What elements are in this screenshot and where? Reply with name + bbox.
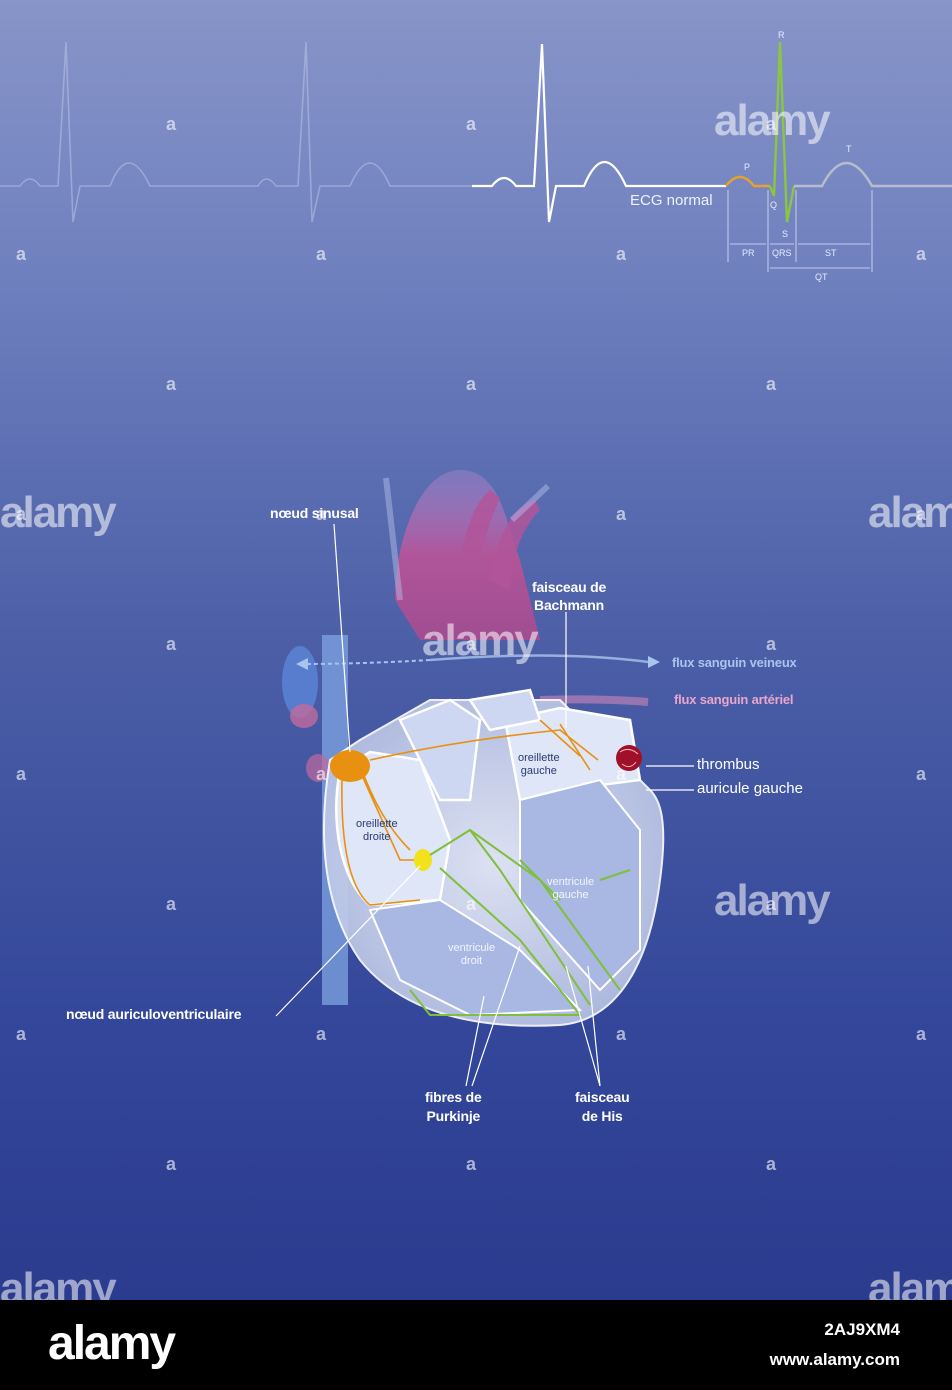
watermark-mark: a: [916, 1024, 926, 1045]
illustration: ECG normal R P T Q S PR QRS ST QT nœud s…: [0, 0, 952, 1300]
label-left-ventricle-line2: gauche: [547, 889, 594, 902]
watermark: alamy: [422, 616, 537, 666]
ecg-wave-r: R: [778, 30, 785, 40]
ecg-interval-qrs: QRS: [772, 248, 792, 258]
label-purkinje-line1: fibres de: [425, 1088, 482, 1107]
watermark: alamy: [868, 488, 952, 538]
watermark-mark: a: [616, 1024, 626, 1045]
watermark-mark: a: [466, 114, 476, 135]
label-left-atrium-line2: gauche: [518, 765, 560, 778]
ecg-interval-st: ST: [825, 248, 837, 258]
watermark-mark: a: [766, 634, 776, 655]
watermark-mark: a: [166, 374, 176, 395]
ecg-interval-qt: QT: [815, 272, 828, 282]
watermark-mark: a: [316, 244, 326, 265]
label-right-atrium-line1: oreillette: [356, 818, 398, 831]
watermark-mark: a: [466, 1154, 476, 1175]
watermark-mark: a: [16, 244, 26, 265]
label-right-atrium: oreillette droite: [356, 818, 398, 844]
label-venous-flow: flux sanguin veineux: [672, 655, 797, 670]
label-bachmann-line2: Bachmann: [532, 596, 606, 614]
label-av-node: nœud auriculoventriculaire: [66, 1006, 241, 1022]
watermark-mark: a: [916, 504, 926, 525]
label-bachmann: faisceau de Bachmann: [532, 578, 606, 614]
watermark-mark: a: [916, 764, 926, 785]
label-his-line1: faisceau: [575, 1088, 629, 1107]
label-right-ventricle-line1: ventricule: [448, 942, 495, 955]
watermark-mark: a: [466, 894, 476, 915]
footer-site: www.alamy.com: [770, 1350, 900, 1370]
watermark-mark: a: [766, 374, 776, 395]
watermark-mark: a: [466, 374, 476, 395]
watermark-mark: a: [316, 764, 326, 785]
watermark-mark: a: [16, 1024, 26, 1045]
watermark-mark: a: [766, 894, 776, 915]
label-bachmann-line1: faisceau de: [532, 578, 606, 596]
watermark-mark: a: [766, 1154, 776, 1175]
ecg-wave-t: T: [846, 144, 852, 154]
watermark-mark: a: [916, 244, 926, 265]
label-purkinje: fibres de Purkinje: [425, 1088, 482, 1126]
ecg-t-wave: [794, 163, 952, 186]
label-sinus-node: nœud sinusal: [270, 505, 359, 521]
ecg-interval-guides: [728, 190, 872, 272]
footer-brand: alamy: [48, 1316, 174, 1371]
ecg-wave-s: S: [782, 229, 788, 239]
label-arterial-flow: flux sanguin artériel: [674, 692, 793, 707]
ecg-caption: ECG normal: [630, 192, 713, 209]
ecg-wave-p: P: [744, 162, 750, 172]
watermark-mark: a: [166, 1154, 176, 1175]
label-right-ventricle: ventricule droit: [448, 942, 495, 968]
label-his: faisceau de His: [575, 1088, 629, 1126]
label-purkinje-line2: Purkinje: [425, 1107, 482, 1126]
label-thrombus: thrombus: [697, 756, 760, 773]
watermark-mark: a: [16, 764, 26, 785]
label-left-ventricle: ventricule gauche: [547, 876, 594, 902]
watermark-mark: a: [616, 244, 626, 265]
ecg-interval-pr: PR: [742, 248, 755, 258]
footer-image-code: 2AJ9XM4: [824, 1320, 900, 1340]
label-left-ventricle-line1: ventricule: [547, 876, 594, 889]
label-right-atrium-line2: droite: [356, 831, 398, 844]
watermark-mark: a: [616, 764, 626, 785]
label-left-auricle: auricule gauche: [697, 780, 803, 797]
watermark-mark: a: [16, 504, 26, 525]
watermark-mark: a: [166, 114, 176, 135]
watermark-mark: a: [166, 894, 176, 915]
label-right-ventricle-line2: droit: [448, 955, 495, 968]
ecg-faded-trace: [0, 42, 472, 222]
watermark-mark: a: [766, 114, 776, 135]
watermark-mark: a: [166, 634, 176, 655]
label-left-atrium-line1: oreillette: [518, 752, 560, 765]
footer-bar: alamy 2AJ9XM4 www.alamy.com: [0, 1300, 952, 1390]
watermark-mark: a: [616, 504, 626, 525]
watermark-mark: a: [316, 1024, 326, 1045]
ecg-wave-q: Q: [770, 200, 777, 210]
label-his-line2: de His: [575, 1107, 629, 1126]
label-left-atrium: oreillette gauche: [518, 752, 560, 778]
watermark-mark: a: [466, 634, 476, 655]
ecg-p-wave: [726, 177, 770, 186]
watermark-mark: a: [316, 504, 326, 525]
